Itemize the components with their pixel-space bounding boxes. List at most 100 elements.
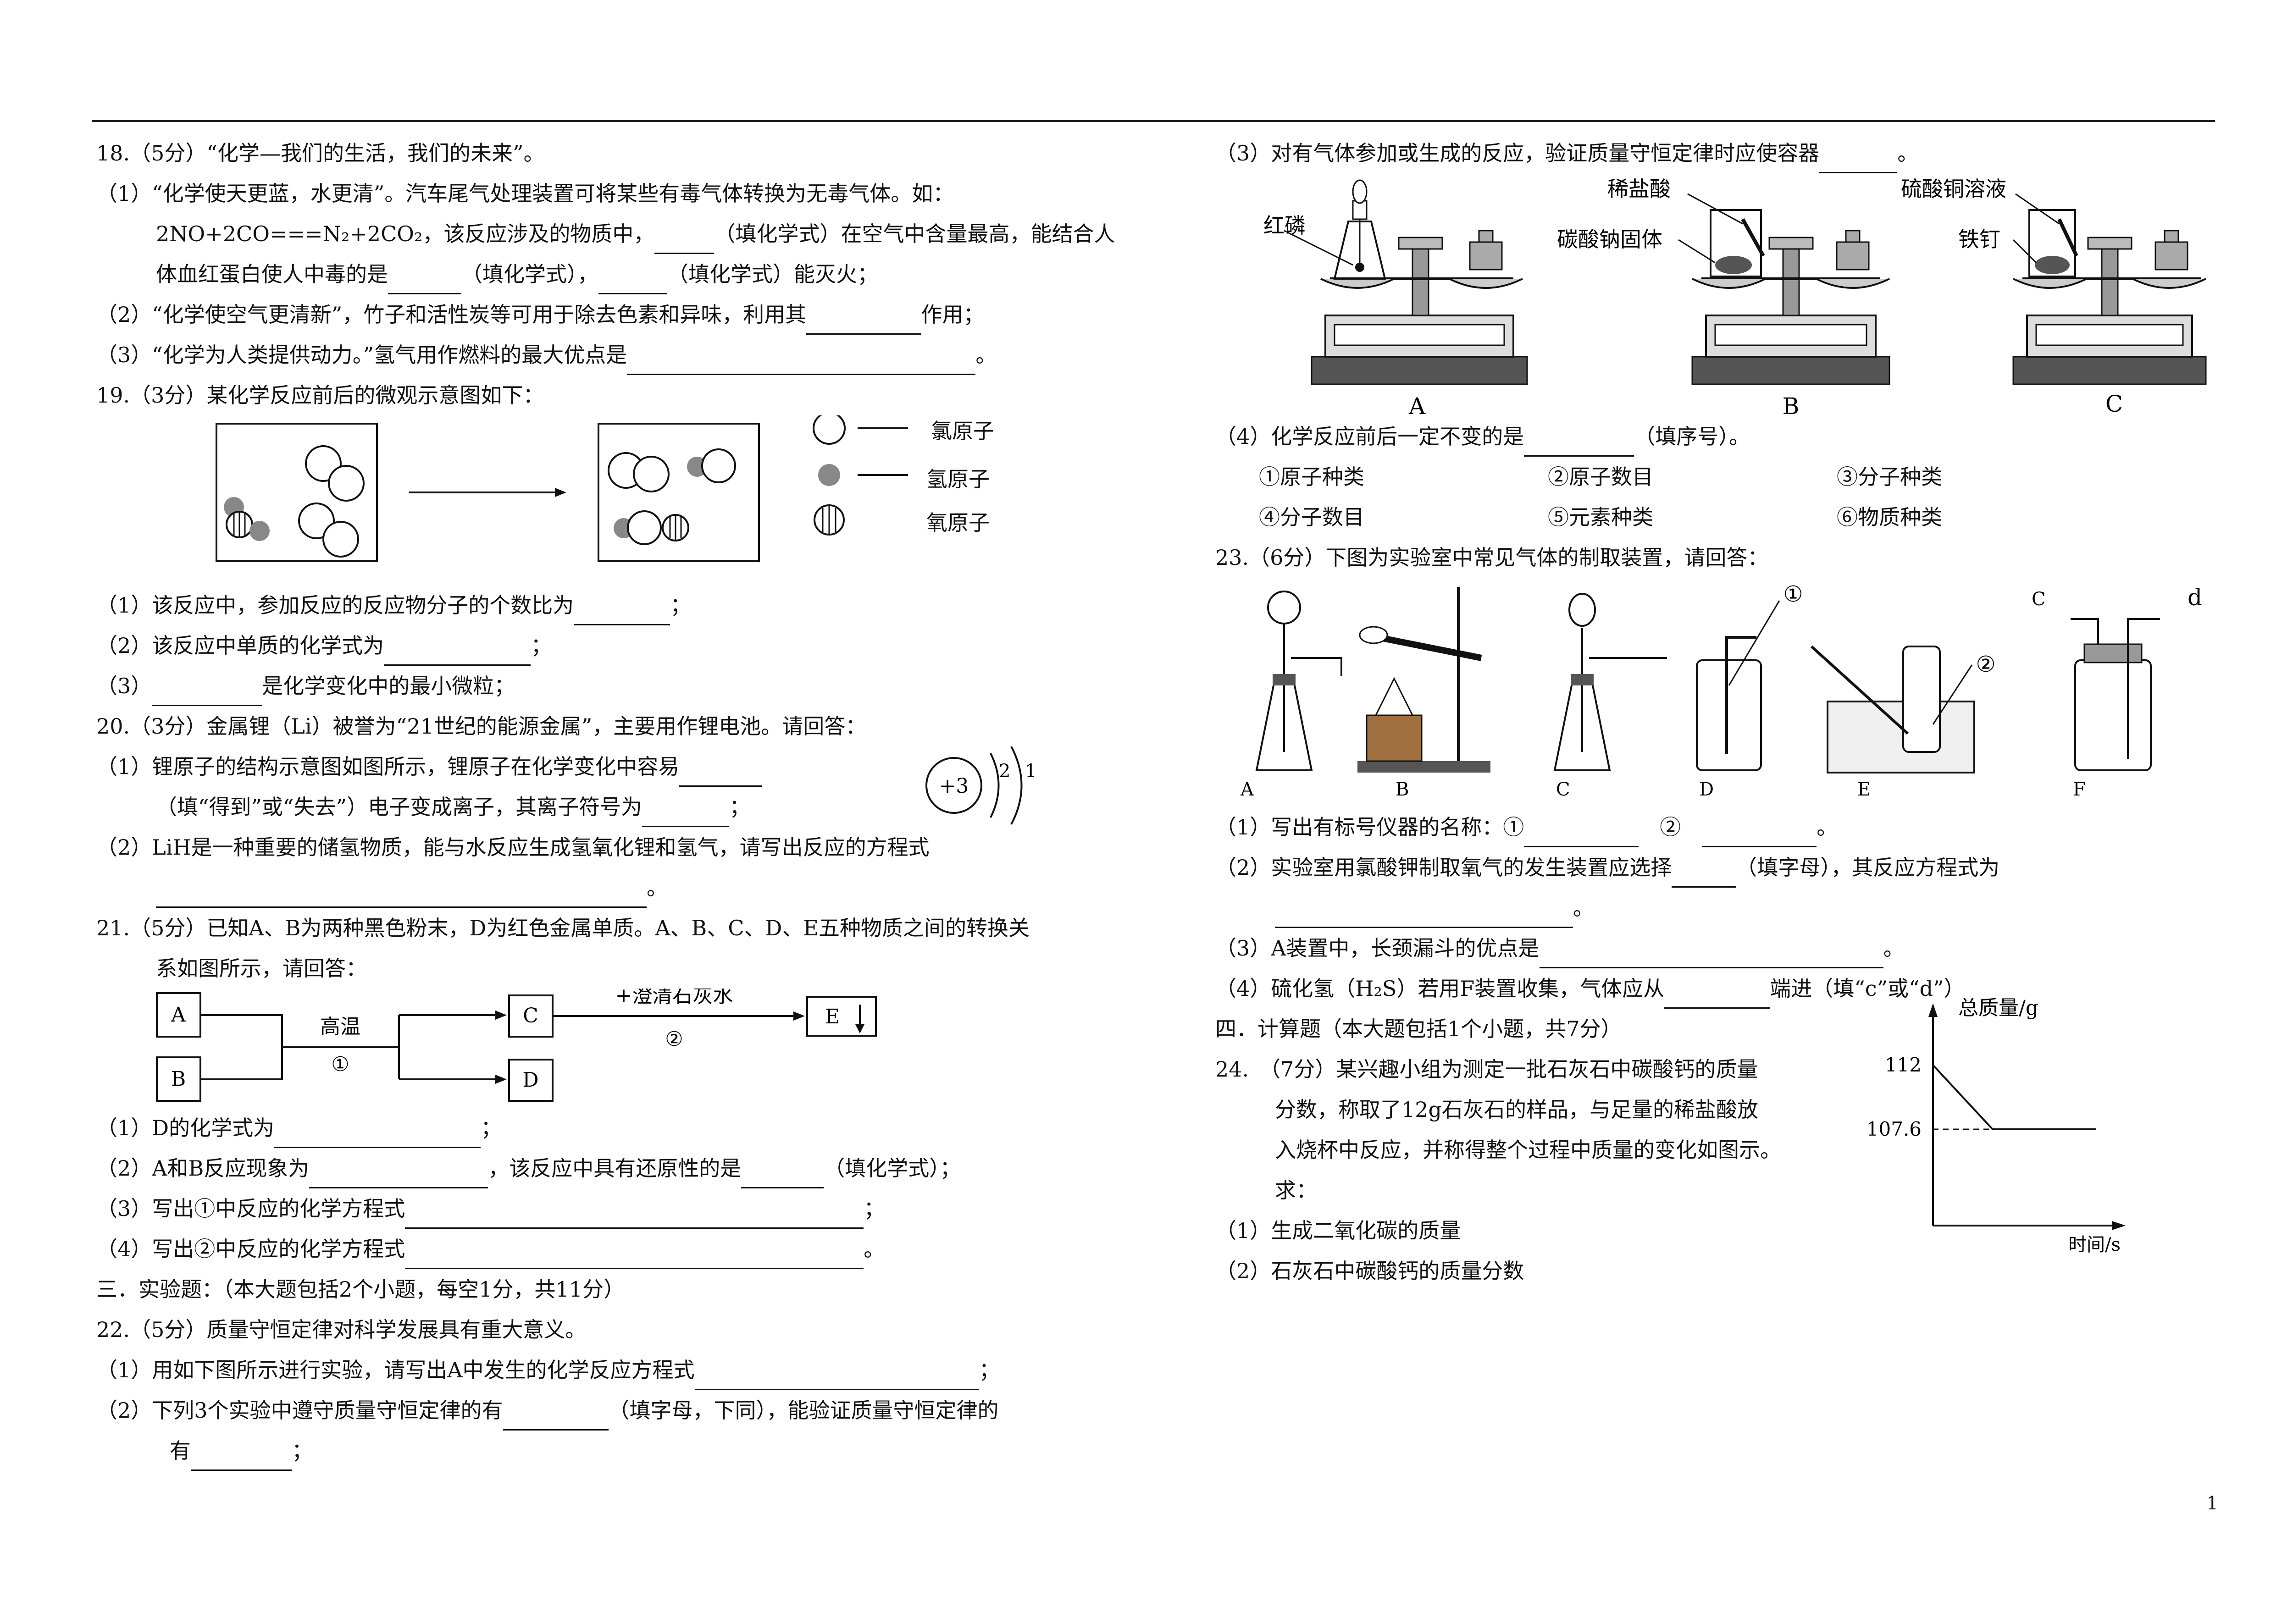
- apparatus-c: [1553, 593, 1667, 771]
- box-d: [508, 1059, 554, 1102]
- q19-text: （2）该反应中单质的化学式为: [96, 633, 384, 658]
- q22-options-row1: ①原子种类 ②原子数目 ③分子种类: [1215, 457, 2284, 497]
- shell-1-count: 2: [999, 761, 1010, 782]
- answer-blank[interactable]: [388, 269, 461, 294]
- answer-blank[interactable]: [405, 1204, 864, 1229]
- label-copper-sulfate: 硫酸铜溶液: [1901, 177, 2006, 201]
- q21-flow-diagram: A B C D E 高温 ① +澄清石灰水 ②: [96, 984, 1165, 1108]
- step-2-mark: ②: [665, 1027, 683, 1051]
- answer-blank[interactable]: [1819, 148, 1898, 173]
- q22-p4: （4）化学反应前后一定不变的是（填序号）。: [1215, 416, 2284, 457]
- balance-a-label: A: [1408, 393, 1426, 416]
- answer-blank[interactable]: [503, 1405, 609, 1431]
- label-b: B: [171, 1067, 186, 1091]
- reactant-box: [216, 423, 378, 562]
- q18-text: （3）“化学为人类提供动力。”氢气用作燃料的最大优点是: [96, 342, 627, 367]
- arrow-head: [555, 488, 566, 497]
- q19-molecule-diagram: 氯原子 氢原子 氧原子: [96, 412, 1165, 585]
- box-c: [508, 994, 554, 1038]
- answer-blank[interactable]: [574, 600, 670, 625]
- q19-text: （1）该反应中，参加反应的反应物分子的个数比为: [96, 593, 574, 618]
- label-e: E: [1857, 779, 1871, 800]
- q21-text: （填化学式）；: [824, 1156, 961, 1181]
- q18-text: （2）“化学使空气更清新”，竹子和活性炭等可用于除去色素和异味，利用其: [96, 302, 807, 327]
- q22-text: （4）化学反应前后一定不变的是: [1215, 424, 1524, 449]
- arrow-head: [793, 1011, 805, 1021]
- answer-blank[interactable]: [1702, 822, 1817, 847]
- q19-text: 是化学变化中的最小微粒；: [262, 674, 515, 698]
- nucleus-circle: [925, 757, 982, 814]
- answer-blank[interactable]: [156, 883, 647, 908]
- answer-blank[interactable]: [598, 269, 667, 294]
- q21-p4: （4）写出②中反应的化学方程式。: [96, 1229, 1165, 1269]
- arrow-head: [495, 1011, 507, 1020]
- shell-2-count: 1: [1025, 761, 1036, 782]
- h-atom: [249, 521, 270, 541]
- option-2: ②原子数目: [1548, 464, 1653, 489]
- q23-text: 端进（填“c”或“d”）: [1770, 976, 1965, 1001]
- q22-text: 。: [1897, 141, 1919, 166]
- q21-p3: （3）写出①中反应的化学方程式；: [96, 1188, 1165, 1229]
- answer-blank[interactable]: [191, 1446, 292, 1471]
- top-rule: [92, 120, 2215, 122]
- answer-blank[interactable]: [1672, 862, 1736, 888]
- q23-text: ②: [1660, 815, 1681, 840]
- answer-blank[interactable]: [274, 1123, 481, 1148]
- q21-text: （1）D的化学式为: [96, 1116, 275, 1140]
- cl-atom: [701, 448, 736, 483]
- apparatus-svg: A B C D E F ① ② C d: [1240, 581, 2202, 800]
- q20-text: 。: [647, 875, 668, 900]
- q21-text: ；: [864, 1196, 885, 1221]
- answer-blank[interactable]: [405, 1244, 864, 1269]
- label-c: C: [1556, 779, 1570, 800]
- q24-p2: （2）石灰石中碳酸钙的质量分数: [1215, 1259, 1524, 1283]
- apparatus-f: [2071, 618, 2160, 771]
- answer-blank[interactable]: [642, 802, 730, 827]
- answer-blank[interactable]: [694, 1365, 979, 1390]
- left-column: 18.（5分）“化学—我们的生活，我们的未来”。 （1）“化学使天更蓝，水更清”…: [96, 133, 1165, 1471]
- answer-blank[interactable]: [806, 309, 921, 335]
- q19-p3: （3） 是化学变化中的最小微粒；: [96, 666, 1165, 706]
- q23-text: （1）写出有标号仪器的名称：①: [1215, 815, 1524, 840]
- q22-balance-figure: A B C 红磷 稀盐酸 碳酸钠固体 硫酸铜溶液 铁钉: [1215, 173, 2284, 420]
- q23-p1: （1）写出有标号仪器的名称：① ② 。: [1215, 807, 2284, 847]
- answer-blank[interactable]: [152, 681, 262, 706]
- q22-p2-line2: 有；: [96, 1431, 1165, 1471]
- q21-title: 21.（5分）已知A、B为两种黑色粉末，D为红色金属单质。A、B、C、D、E五种…: [96, 916, 1030, 940]
- q20-p1: （1）锂原子的结构示意图如图所示，锂原子在化学变化中容易: [96, 746, 1165, 787]
- answer-blank[interactable]: [679, 762, 762, 787]
- electron-shell-1: [990, 753, 1000, 818]
- q19-text: （3）: [96, 674, 152, 698]
- q18-title: 18.（5分）“化学—我们的生活，我们的未来”。: [96, 141, 545, 166]
- label-dilute-hcl: 稀盐酸: [1607, 177, 1671, 201]
- q19-title: 19.（3分）某化学反应前后的微观示意图如下：: [96, 383, 544, 408]
- answer-blank[interactable]: [1275, 903, 1573, 928]
- option-3: ③分子种类: [1837, 464, 1942, 489]
- legend-o-label: 氧原子: [926, 510, 990, 535]
- option-4: ④分子数目: [1259, 505, 1364, 530]
- q22-text: （2）下列3个实验中遵守质量守恒定律的有: [96, 1398, 503, 1423]
- q20-p2-line2: 。: [96, 867, 1165, 908]
- label-sodium-carbonate: 碳酸钠固体: [1557, 227, 1662, 252]
- q18-text: （填化学式），: [461, 262, 598, 287]
- answer-blank[interactable]: [1539, 943, 1883, 968]
- answer-blank[interactable]: [1524, 431, 1634, 457]
- answer-blank[interactable]: [384, 641, 531, 666]
- answer-blank[interactable]: [654, 229, 714, 254]
- answer-blank[interactable]: [741, 1163, 824, 1188]
- q22-text: ；: [292, 1438, 313, 1463]
- balances-svg: A B C 红磷 稀盐酸 碳酸钠固体 硫酸铜溶液 铁钉: [1263, 177, 2207, 420]
- cl-atom: [328, 465, 365, 502]
- q24-line1: 24. （7分）某兴趣小组为测定一批石灰石中碳酸钙的质量: [1215, 1057, 1758, 1082]
- section-3-title: 三．实验题：（本大题包括2个小题，每空1分，共11分）: [96, 1277, 625, 1302]
- q22-text: （3）对有气体参加或生成的反应，验证质量守恒定律时应使容器: [1215, 141, 1820, 166]
- cl-atom: [627, 510, 662, 545]
- answer-blank[interactable]: [309, 1163, 488, 1188]
- q18-eq-text: 2NO+2CO===N₂+2CO₂，该反应涉及的物质中，: [156, 221, 655, 246]
- answer-blank[interactable]: [1524, 822, 1639, 847]
- label-b: B: [1396, 779, 1409, 800]
- answer-blank[interactable]: [1664, 983, 1770, 1009]
- answer-blank[interactable]: [627, 350, 976, 375]
